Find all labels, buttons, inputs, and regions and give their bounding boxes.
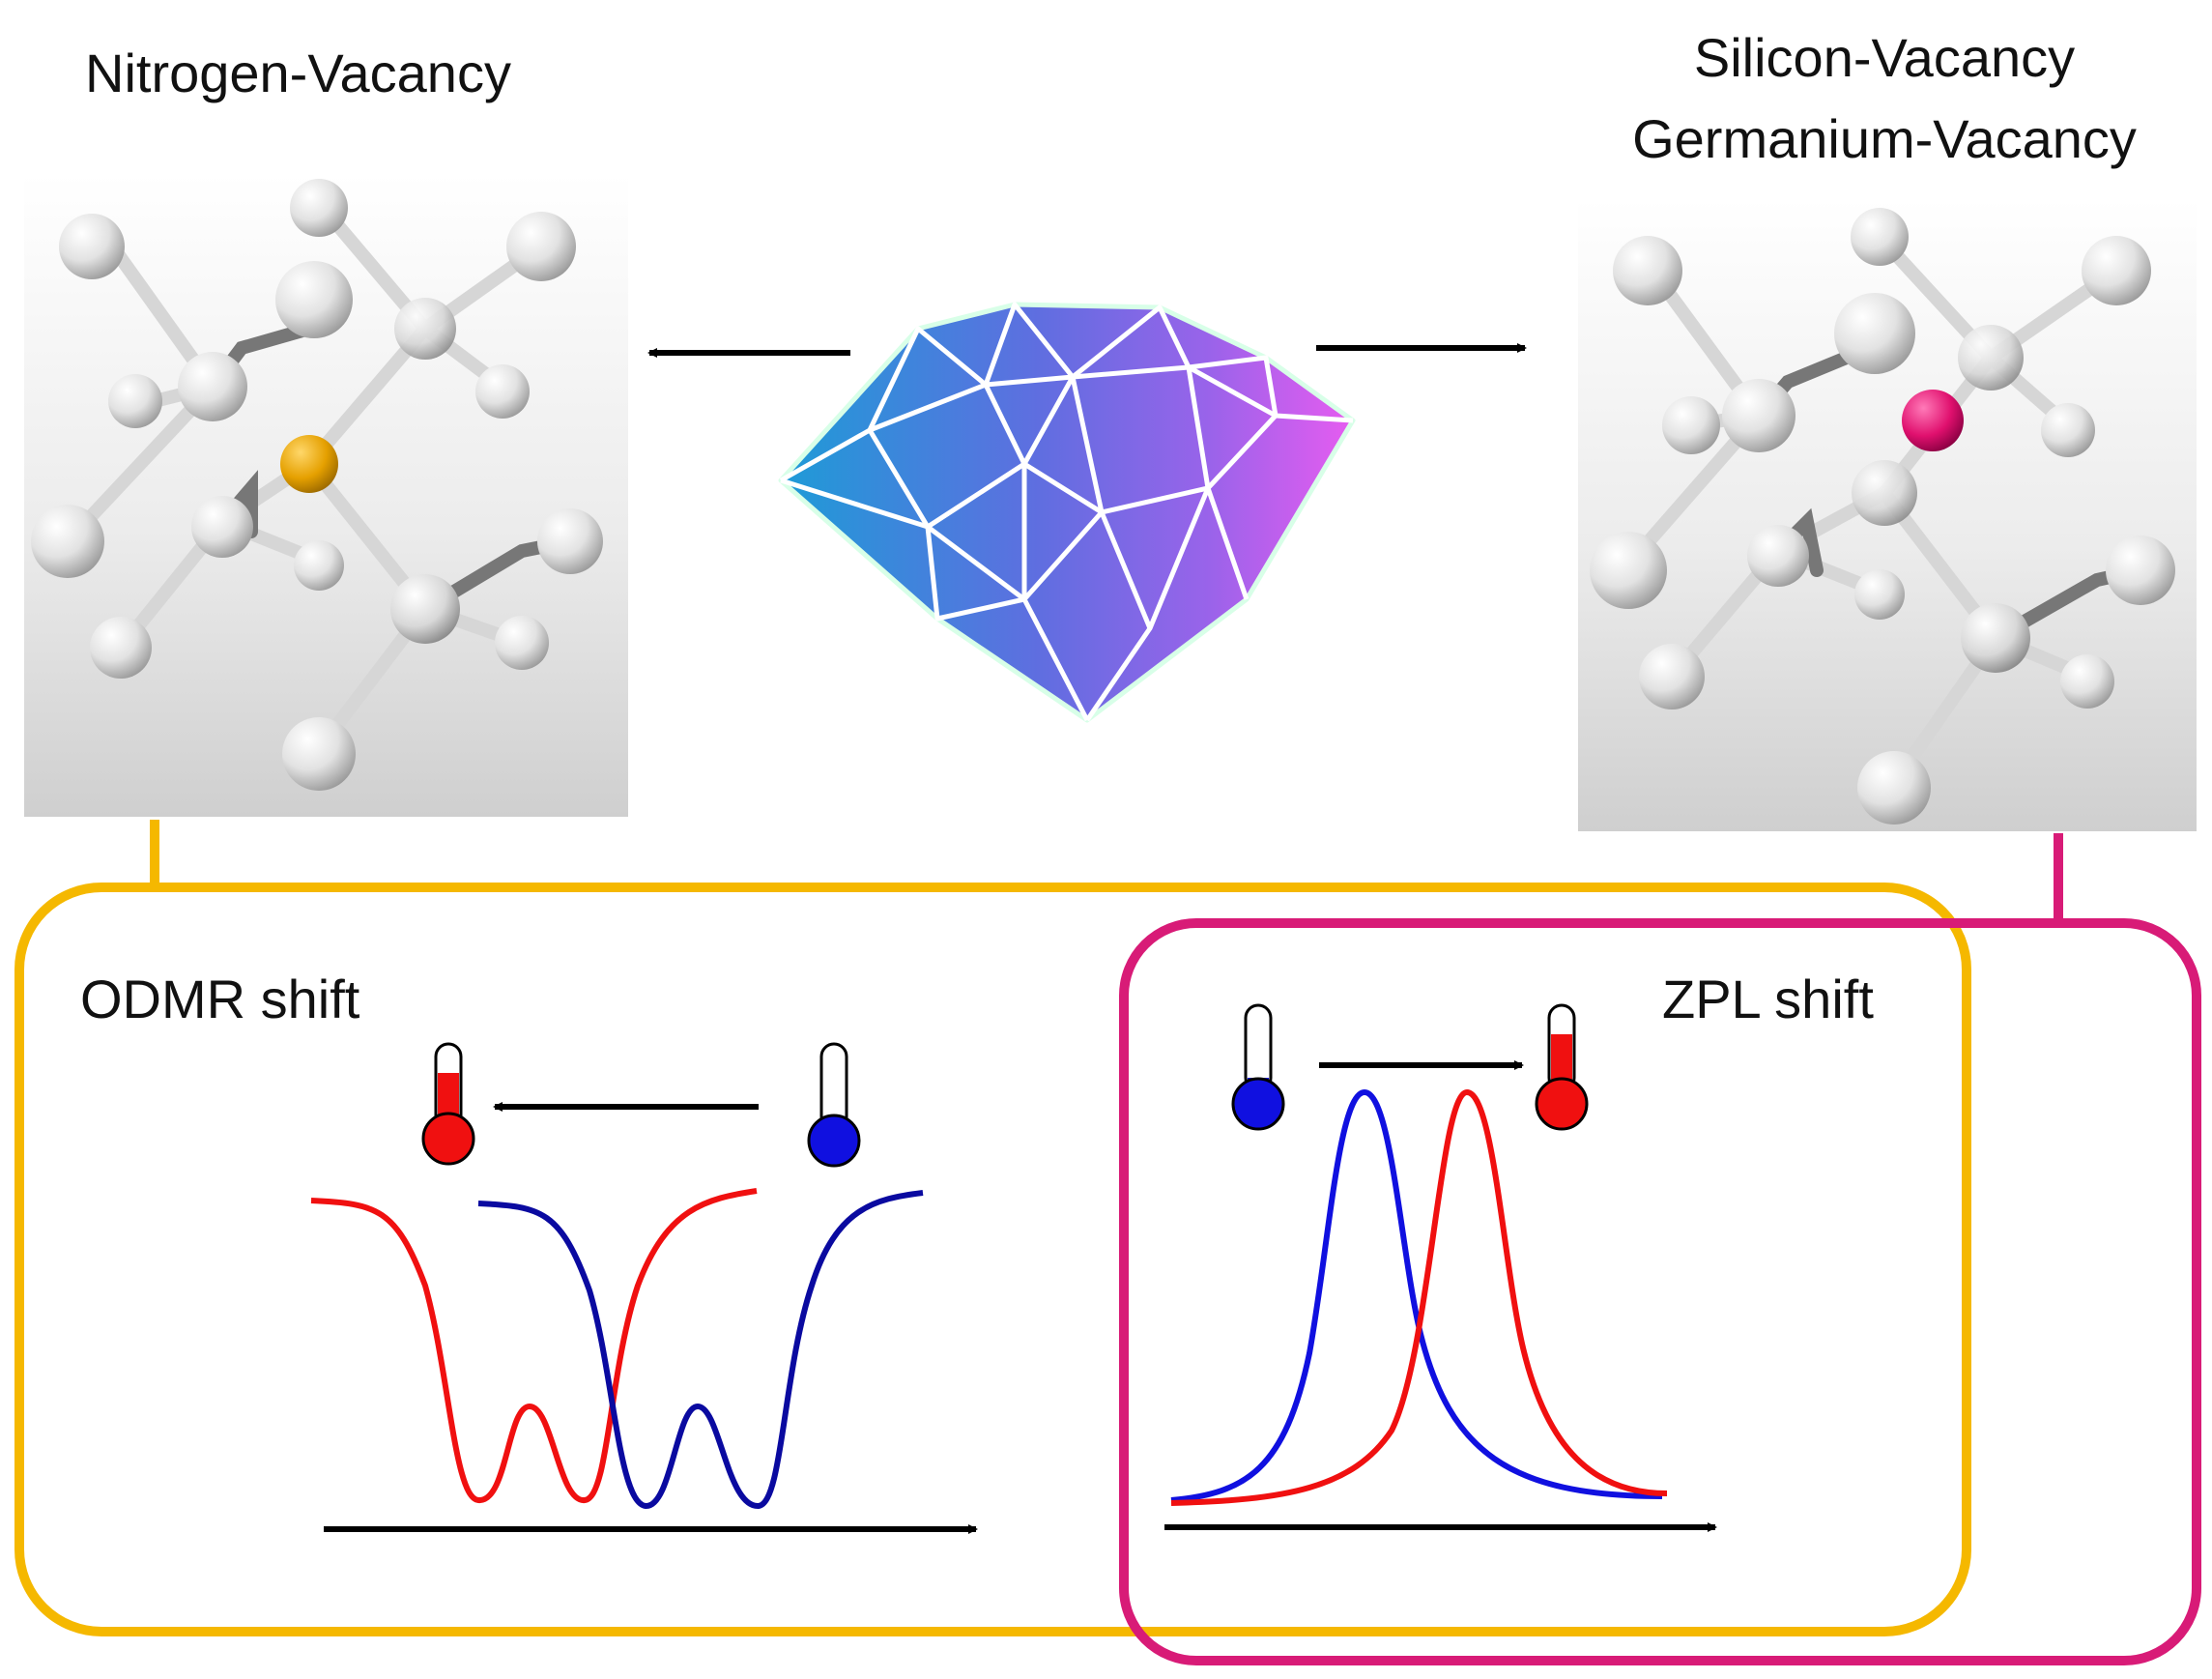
dopant-atom	[1902, 390, 1964, 451]
siv-molecule-panel	[1578, 198, 2197, 831]
thermometer-cold-icon	[1231, 1003, 1285, 1131]
odmr-cold-curve	[477, 1190, 924, 1510]
odmr-box	[14, 883, 1971, 1636]
nv-title: Nitrogen-Vacancy	[85, 43, 511, 103]
nitrogen-atom	[280, 435, 338, 493]
odmr-hot-curve	[310, 1188, 758, 1503]
gev-title: Germanium-Vacancy	[1632, 108, 2137, 169]
zpl-label: ZPL shift	[1662, 969, 1874, 1029]
nv-molecule-panel	[24, 174, 628, 817]
thermometer-cold-icon	[807, 1042, 861, 1168]
diamond-gem-icon	[778, 302, 1356, 723]
odmr-label: ODMR shift	[80, 969, 360, 1029]
siv-title: Silicon-Vacancy	[1693, 27, 2076, 88]
zpl-cold-curve	[1170, 1088, 1663, 1503]
thermometer-hot-icon	[421, 1042, 475, 1166]
zpl-box	[1119, 918, 2201, 1665]
zpl-hot-curve	[1170, 1088, 1668, 1506]
thermometer-hot-icon	[1535, 1003, 1589, 1131]
